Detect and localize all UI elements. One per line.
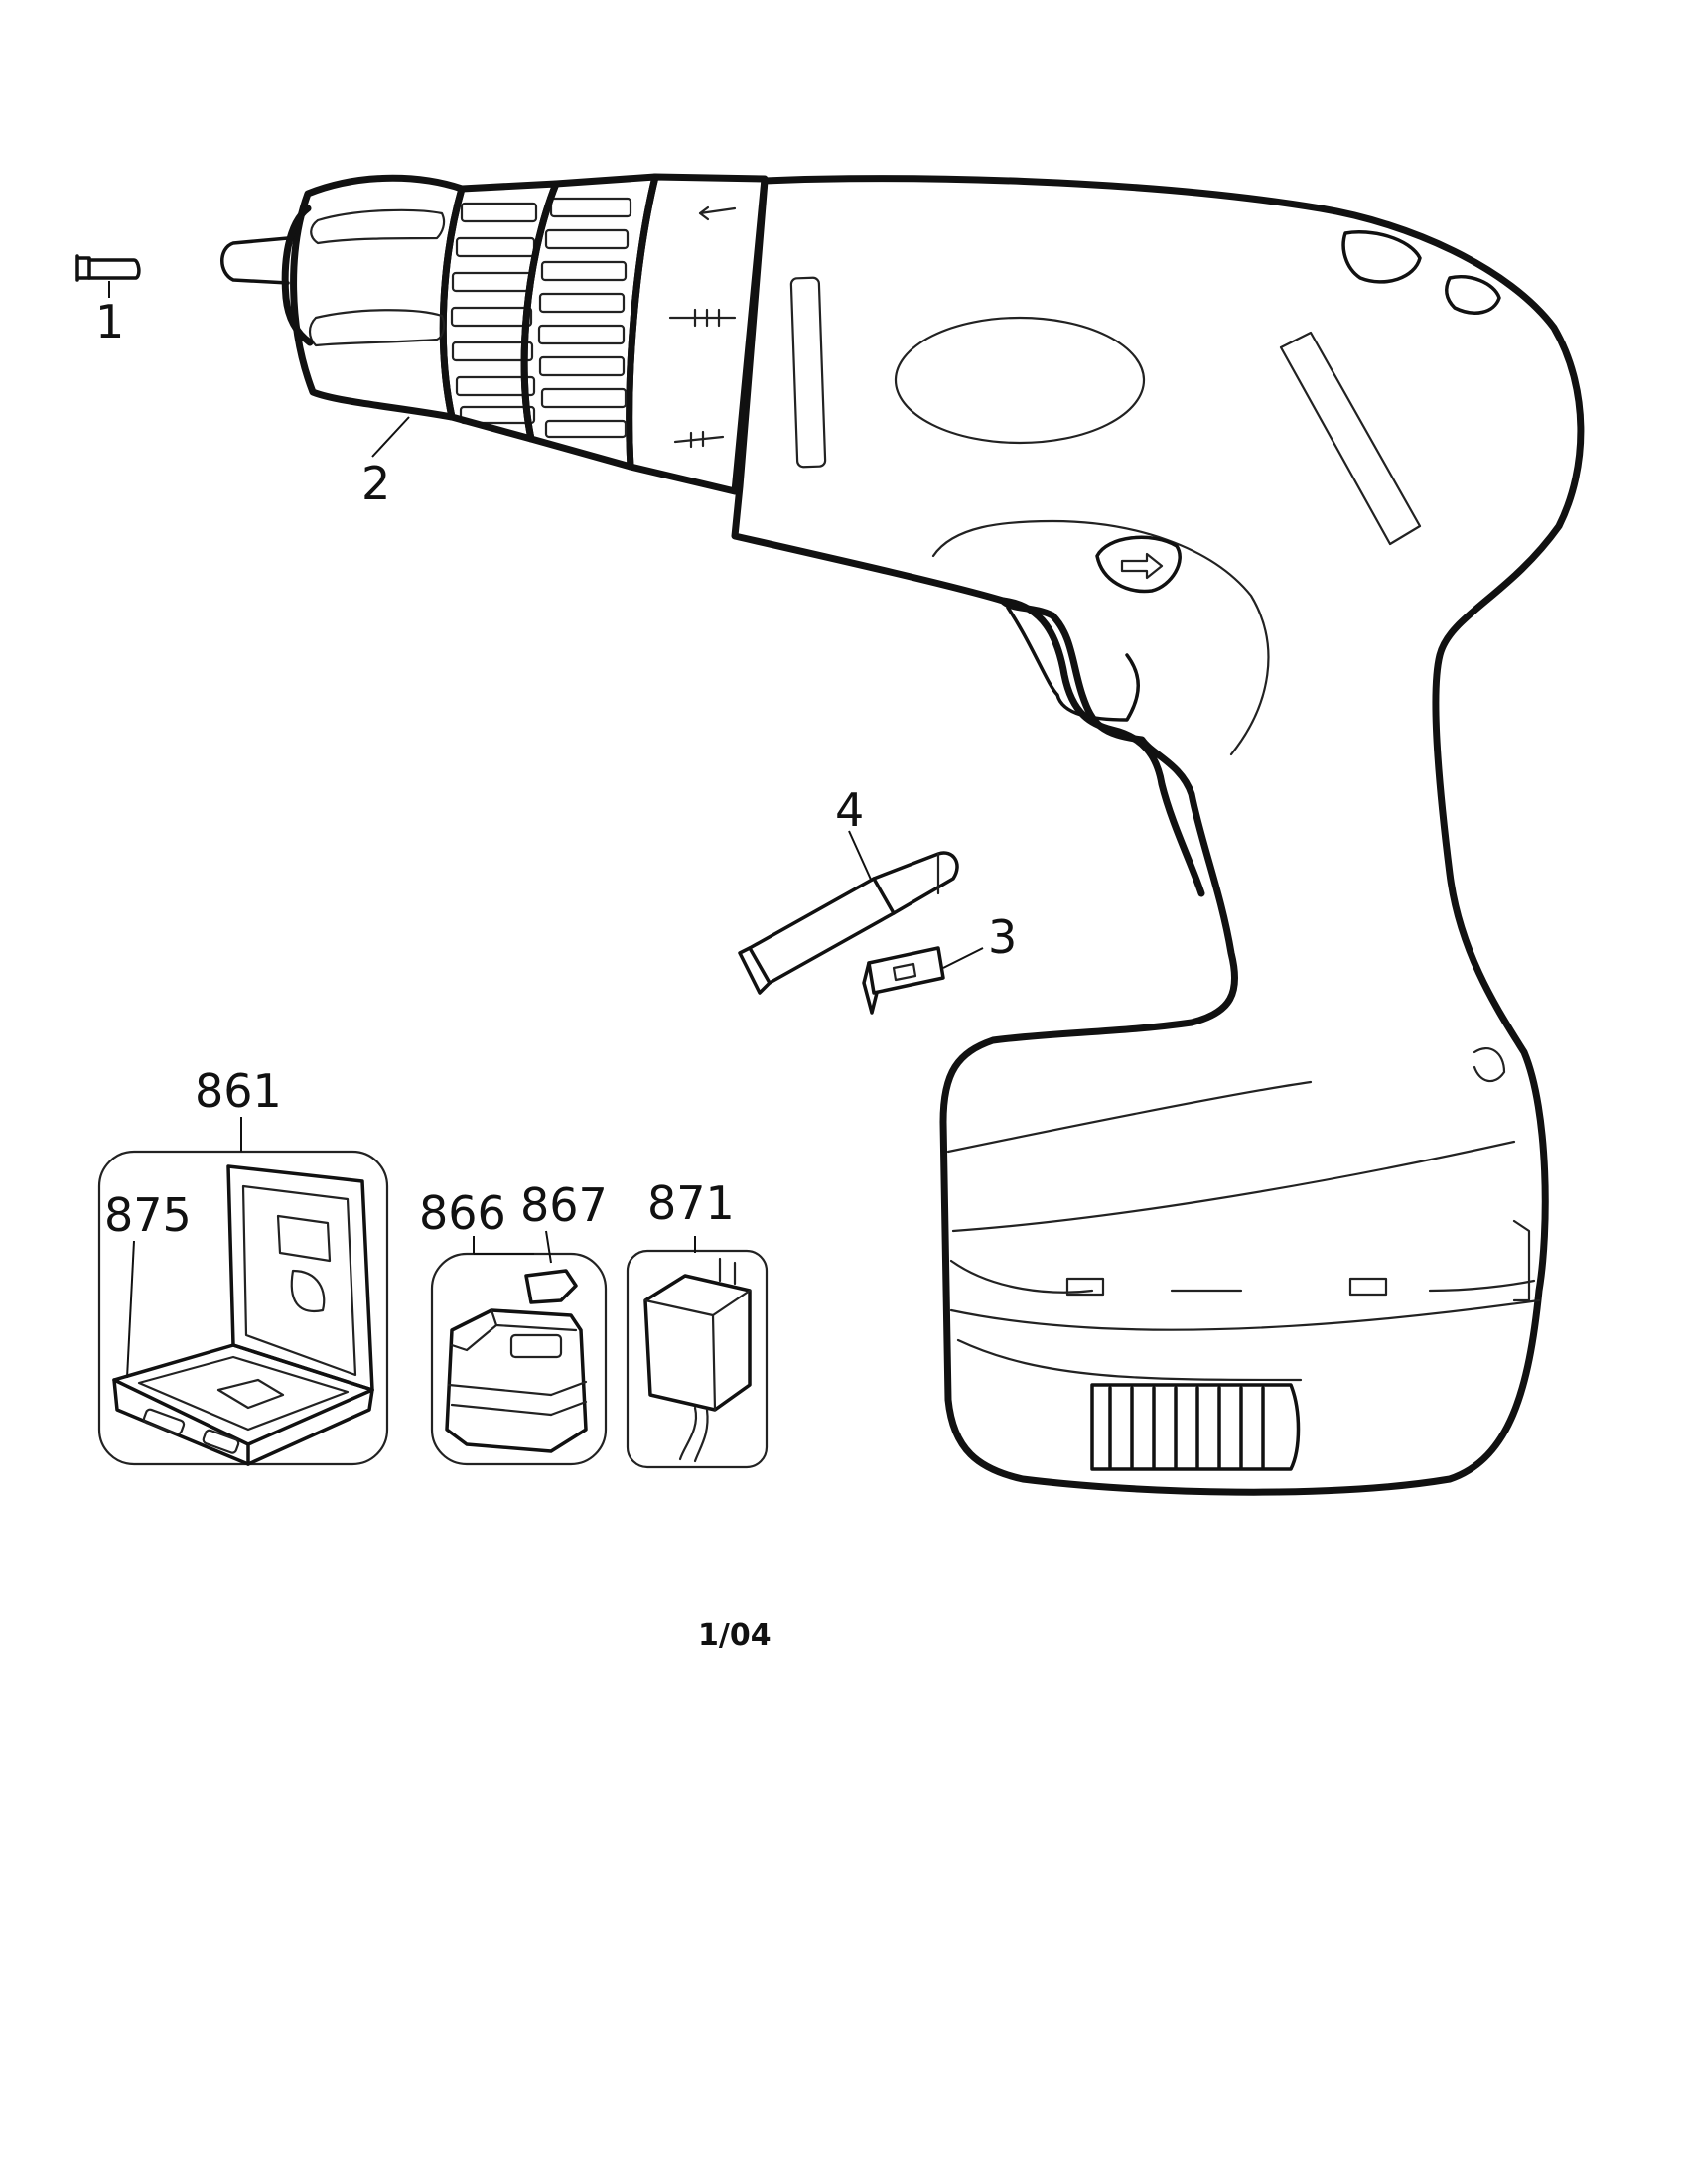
part-label-867: 867 [520,1178,608,1232]
charger-panel [626,1236,769,1469]
battery-pack-panel [430,1230,608,1466]
battery-grip-ribs [1090,1383,1301,1471]
part-label-4: 4 [835,783,864,837]
part-label-3: 3 [988,910,1017,964]
part-label-2: 2 [361,457,390,510]
part-label-1: 1 [95,295,124,348]
page-code: 1/04 [698,1618,772,1653]
part-2-leader [371,416,410,458]
part-4-screwdriver-bit [738,830,959,995]
keyless-chuck [220,173,659,471]
part-label-861: 861 [195,1064,282,1118]
part-1-bit-holder [75,254,141,298]
carrying-case-panel [97,1117,389,1466]
part-label-871: 871 [647,1176,735,1230]
part-label-866: 866 [419,1186,506,1240]
drill-body [731,175,1585,1496]
part-3-bit-clip [862,946,984,1015]
part-label-875: 875 [104,1188,192,1242]
